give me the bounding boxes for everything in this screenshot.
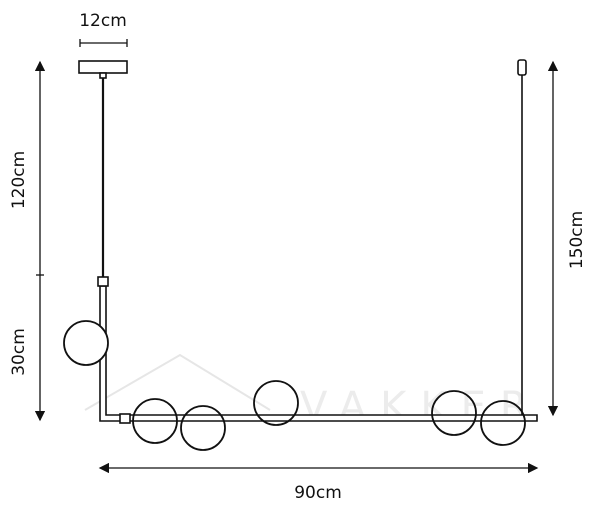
ceiling-canopy: [78, 60, 128, 74]
globe-6: [480, 400, 526, 446]
canopy-connector: [99, 72, 107, 79]
globe-1: [63, 320, 109, 366]
globe-5: [431, 390, 477, 436]
cable-length-label: 120cm: [9, 151, 29, 209]
right-wire-clip: [517, 59, 527, 76]
globe-2: [132, 398, 178, 444]
total-width-label: 90cm: [294, 483, 342, 503]
drop-height-label: 30cm: [9, 328, 29, 376]
svg-text:VAKKER: VAKKER: [300, 384, 542, 430]
canopy-width-label: 12cm: [79, 11, 127, 31]
canopy-width-dimension: [79, 39, 128, 47]
rod-connector: [97, 276, 109, 287]
total-height-label: 150cm: [567, 211, 587, 269]
watermark-logo: VAKKER: [84, 353, 542, 430]
globe-4: [253, 380, 299, 426]
corner-joint: [119, 413, 131, 424]
globe-3: [180, 405, 226, 451]
